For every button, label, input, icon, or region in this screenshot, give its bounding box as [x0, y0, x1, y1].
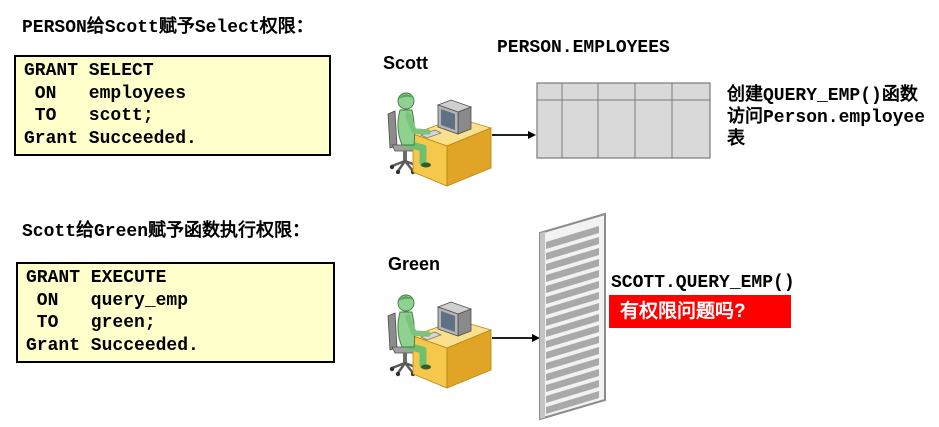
table-name-label: PERSON.EMPLOYEES: [497, 38, 670, 58]
person-at-computer-icon: [387, 92, 493, 187]
note-line: 创建QUERY_EMP()函数: [727, 86, 918, 106]
grant-execute-code-box: GRANT EXECUTE ON query_emp TO green; Gra…: [16, 262, 335, 363]
wall-stripe: [546, 259, 599, 282]
code-line: TO green;: [26, 313, 156, 334]
wall-stripe: [546, 347, 599, 370]
section1-heading: PERSON给Scott赋予Select权限：: [22, 18, 314, 38]
user-label-green: Green: [388, 254, 441, 274]
wall-stripe: [546, 303, 599, 326]
person-figure: [397, 294, 431, 370]
section2-heading: Scott给Green赋予函数执行权限：: [22, 222, 311, 242]
arrow-right-icon: [492, 334, 540, 342]
wall-stripes: [546, 226, 599, 414]
code-line: ON query_emp: [26, 290, 189, 311]
green-workstation: [383, 290, 493, 390]
code-line: ON employees: [24, 83, 187, 104]
wall-stripe: [546, 314, 599, 337]
person-figure: [397, 92, 431, 168]
user-label-scott: Scott: [383, 53, 428, 73]
scott-workstation: [383, 88, 493, 188]
code-line: TO scott;: [24, 106, 154, 127]
wall-stripe: [546, 358, 599, 381]
wall-stripe: [546, 281, 599, 304]
wall-stripe: [546, 248, 599, 271]
code-line: Grant Succeeded.: [26, 336, 199, 357]
wall-stripe: [546, 270, 599, 293]
wall-stripe: [546, 391, 599, 414]
wall-stripe: [546, 380, 599, 403]
function-call-label: SCOTT.QUERY_EMP(): [611, 273, 795, 293]
office-chair: [387, 312, 421, 377]
wall-stripe: [546, 336, 599, 359]
code-line: GRANT SELECT: [24, 61, 154, 81]
wall-stripe: [546, 226, 599, 249]
code-line: GRANT EXECUTE: [26, 268, 167, 288]
office-chair: [387, 110, 421, 175]
privilege-question-badge: 有权限问题吗?: [609, 295, 791, 328]
note-line: 访问Person.employee: [727, 108, 926, 128]
wall-stripe: [546, 325, 599, 348]
code-line: Grant Succeeded.: [24, 129, 197, 150]
grant-select-code-box: GRANT SELECT ON employees TO scott; Gran…: [14, 55, 331, 156]
wall-stripe: [546, 369, 599, 392]
computer-monitor: [436, 301, 473, 337]
wall-stripe: [546, 237, 599, 260]
person-at-computer-icon: [387, 294, 493, 389]
function-note: 创建QUERY_EMP()函数 访问Person.employee 表: [727, 85, 925, 151]
note-line: 表: [727, 130, 745, 150]
arrow-right-icon: [492, 131, 536, 139]
table-icon: [536, 82, 711, 159]
computer-monitor: [436, 99, 473, 135]
wall-stripe: [546, 292, 599, 315]
wall-icon: [539, 212, 606, 421]
